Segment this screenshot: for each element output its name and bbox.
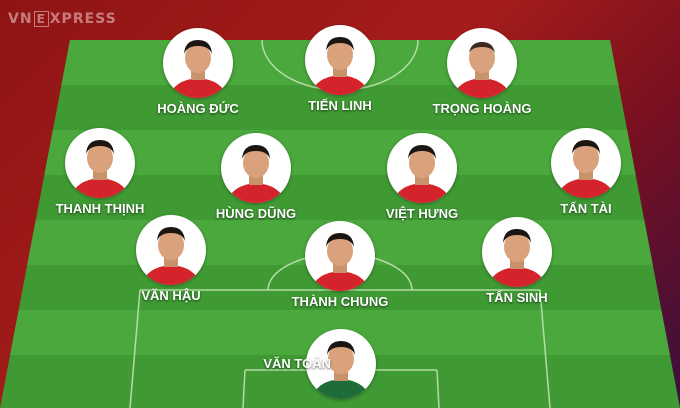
player-name: HÙNG DŨNG [215, 206, 297, 221]
player-name: VĂN HẬU [141, 288, 201, 303]
player-photo [306, 329, 376, 399]
player-photo [305, 221, 375, 291]
player-name: TIẾN LINH [308, 98, 372, 113]
player-photo [551, 128, 621, 198]
player-name: VIỆT HƯNG [385, 206, 459, 221]
player-name: VĂN TOẢN [263, 356, 331, 371]
player-photo [221, 133, 291, 203]
player-name: TRỌNG HOÀNG [432, 101, 532, 116]
penalty-box-right-line [539, 289, 551, 408]
player-photo [447, 28, 517, 98]
player-photo [482, 217, 552, 287]
goal-box-left-line [242, 369, 246, 408]
player-photo [387, 133, 457, 203]
player-photo [305, 25, 375, 95]
player-name: TẤN SINH [486, 290, 548, 305]
goal-box-right-line [436, 369, 440, 408]
player-name: THANH THỊNH [55, 201, 145, 216]
player-name: THÀNH CHUNG [291, 294, 389, 309]
player-name: HOÀNG ĐỨC [157, 101, 239, 116]
player-photo [163, 28, 233, 98]
player-photo [136, 215, 206, 285]
player-photo [65, 128, 135, 198]
penalty-box-left-line [129, 289, 141, 408]
player-name: TẤN TÀI [560, 201, 612, 216]
